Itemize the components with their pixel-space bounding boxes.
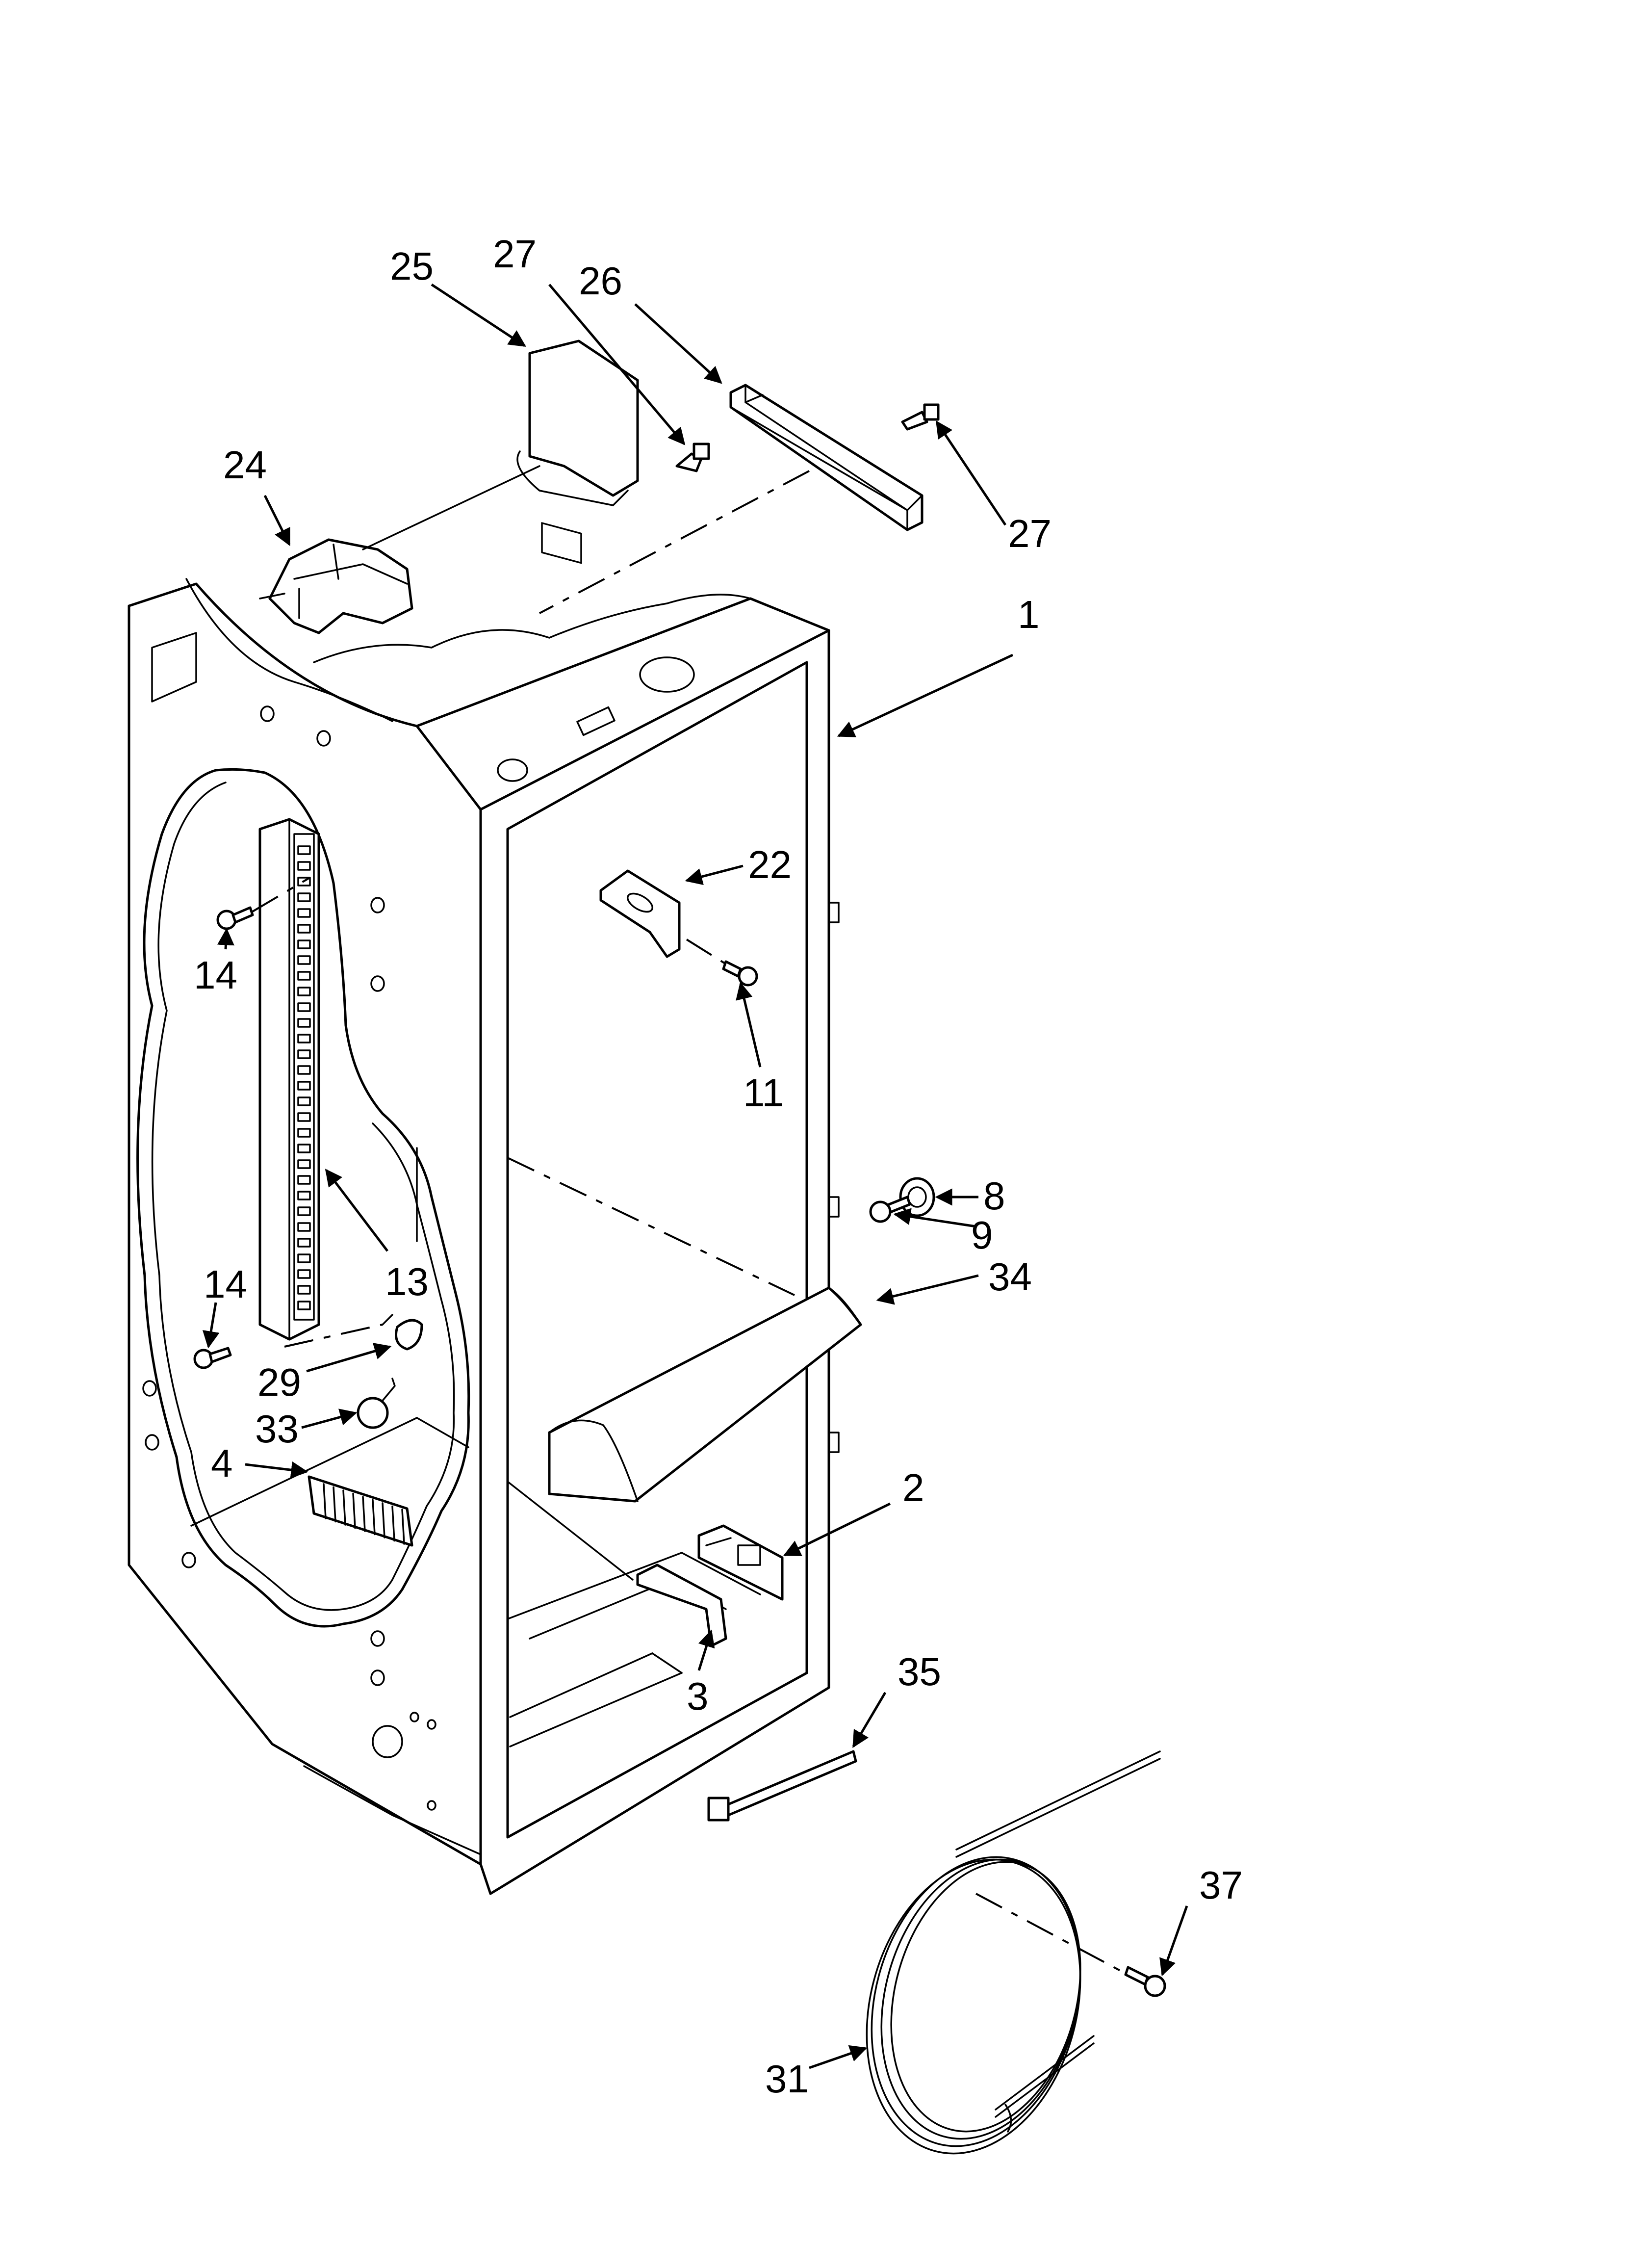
- callout-22: 22: [748, 843, 792, 886]
- grille-slat: [342, 1489, 346, 1526]
- part-35-tie-strap: [707, 1750, 857, 1822]
- screw-14-lower: [193, 1347, 232, 1369]
- callout-24: 24: [223, 443, 267, 487]
- rail-slot: [297, 1081, 311, 1091]
- callout-9: 9: [971, 1213, 993, 1257]
- rail-slot: [297, 1049, 311, 1059]
- callout-27-top: 27: [493, 232, 537, 276]
- rail-slot: [297, 1065, 311, 1075]
- rail-slot: [297, 1253, 311, 1263]
- callout-37: 37: [1199, 1863, 1243, 1907]
- callout-2: 2: [902, 1466, 924, 1510]
- callout-1: 1: [1018, 593, 1040, 636]
- leader-lines: [202, 283, 1188, 2069]
- callout-8: 8: [983, 1174, 1005, 1218]
- rail-slot: [297, 939, 311, 949]
- rail-slot: [297, 924, 311, 934]
- rail-slot: [297, 845, 311, 855]
- cavity-details: [507, 1157, 795, 1747]
- screw-37: [975, 1893, 1166, 1997]
- grille-slat: [401, 1509, 405, 1545]
- part-2-bracket: [697, 1524, 784, 1601]
- rail-slot: [297, 1002, 311, 1012]
- callout-14-upper: 14: [194, 953, 237, 997]
- grille-slat: [391, 1505, 395, 1542]
- part-8-bumper: [899, 1177, 935, 1217]
- callout-25: 25: [390, 244, 434, 288]
- rail-slot: [297, 971, 311, 981]
- screw-27-left: [675, 443, 710, 472]
- part-31-tubing: [866, 1750, 1161, 2155]
- grille-slat: [372, 1499, 376, 1536]
- rail-slot: [297, 861, 311, 871]
- callout-13: 13: [385, 1260, 429, 1303]
- rail-slot: [297, 1112, 311, 1122]
- rail-slot: [297, 1301, 311, 1310]
- rail-slot: [297, 877, 311, 886]
- callout-labels: 25 27 26 24 27 1 22 14 11 8 9 13 14 34 2…: [194, 232, 1243, 2101]
- rail-slot: [297, 1285, 311, 1295]
- rail-slot: [297, 1191, 311, 1200]
- rail-slot: [297, 1238, 311, 1248]
- part-3-plate: [636, 1564, 727, 1647]
- rail-slot: [297, 1018, 311, 1028]
- rail-slot: [297, 1096, 311, 1106]
- screw-11: [686, 938, 758, 987]
- screw-27-right: [901, 403, 940, 431]
- cabinet-liner: [128, 578, 840, 1895]
- grille-slat: [333, 1486, 336, 1523]
- screw-14-upper: [216, 877, 310, 930]
- callout-27-right: 27: [1008, 512, 1052, 555]
- rail-slot: [297, 1159, 311, 1169]
- screw-9: [869, 1196, 911, 1223]
- part-26-rail: [729, 384, 924, 531]
- part-13-ladder-rail: [258, 818, 320, 1341]
- callout-31: 31: [765, 2057, 809, 2101]
- callout-3: 3: [687, 1674, 709, 1718]
- part-33-bulb: [357, 1378, 396, 1429]
- part-25-bracket: [516, 339, 639, 564]
- rail-slot: [297, 908, 311, 918]
- rail-slot: [297, 1222, 311, 1232]
- callout-14-lower: 14: [204, 1262, 247, 1306]
- grille-slat: [352, 1492, 356, 1529]
- rail-slot: [297, 1034, 311, 1043]
- part-4-grille: [308, 1475, 413, 1547]
- part-24-housing: [259, 538, 413, 634]
- callout-35: 35: [898, 1650, 941, 1694]
- leader-26-cabinet: [539, 470, 810, 614]
- rail-slot: [297, 1175, 311, 1185]
- callout-4: 4: [211, 1441, 233, 1485]
- callout-33: 33: [255, 1407, 299, 1451]
- rail-slot: [297, 1269, 311, 1279]
- callout-26: 26: [579, 259, 622, 303]
- rail-slot: [297, 987, 311, 996]
- leader-24-25: [362, 465, 540, 550]
- callout-29: 29: [257, 1360, 301, 1404]
- rail-slot: [297, 892, 311, 902]
- rail-slot: [297, 955, 311, 965]
- part-22-bracket: [599, 869, 681, 958]
- rail-rungs: [297, 845, 311, 1310]
- part-29-socket: [284, 1314, 423, 1351]
- rail-slot: [297, 1144, 311, 1153]
- grille-slat: [362, 1496, 366, 1532]
- mounting-holes: [142, 705, 436, 1811]
- grille-slat: [382, 1502, 385, 1538]
- callout-34: 34: [988, 1255, 1032, 1299]
- rail-slot: [297, 1128, 311, 1138]
- part-34-cover: [548, 1286, 862, 1503]
- rail-slot: [297, 1206, 311, 1216]
- grille-slat: [323, 1483, 327, 1519]
- callout-11: 11: [743, 1071, 784, 1115]
